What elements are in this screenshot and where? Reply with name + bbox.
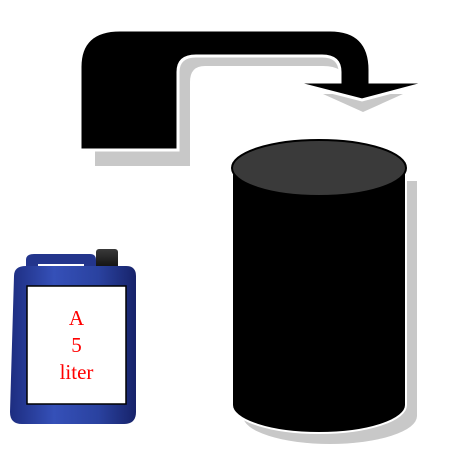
jug-label-unit: liter bbox=[60, 359, 94, 386]
cylinder-tank-icon bbox=[232, 140, 417, 444]
curved-arrow-icon bbox=[80, 30, 430, 166]
arrow-body bbox=[80, 30, 430, 150]
cylinder-top bbox=[232, 140, 406, 196]
jug-label-letter: A bbox=[69, 305, 84, 332]
jug-label: A 5 liter bbox=[27, 286, 126, 404]
jug-label-volume: 5 bbox=[71, 332, 82, 359]
jug-handle bbox=[26, 254, 96, 268]
cylinder-body bbox=[232, 168, 406, 433]
